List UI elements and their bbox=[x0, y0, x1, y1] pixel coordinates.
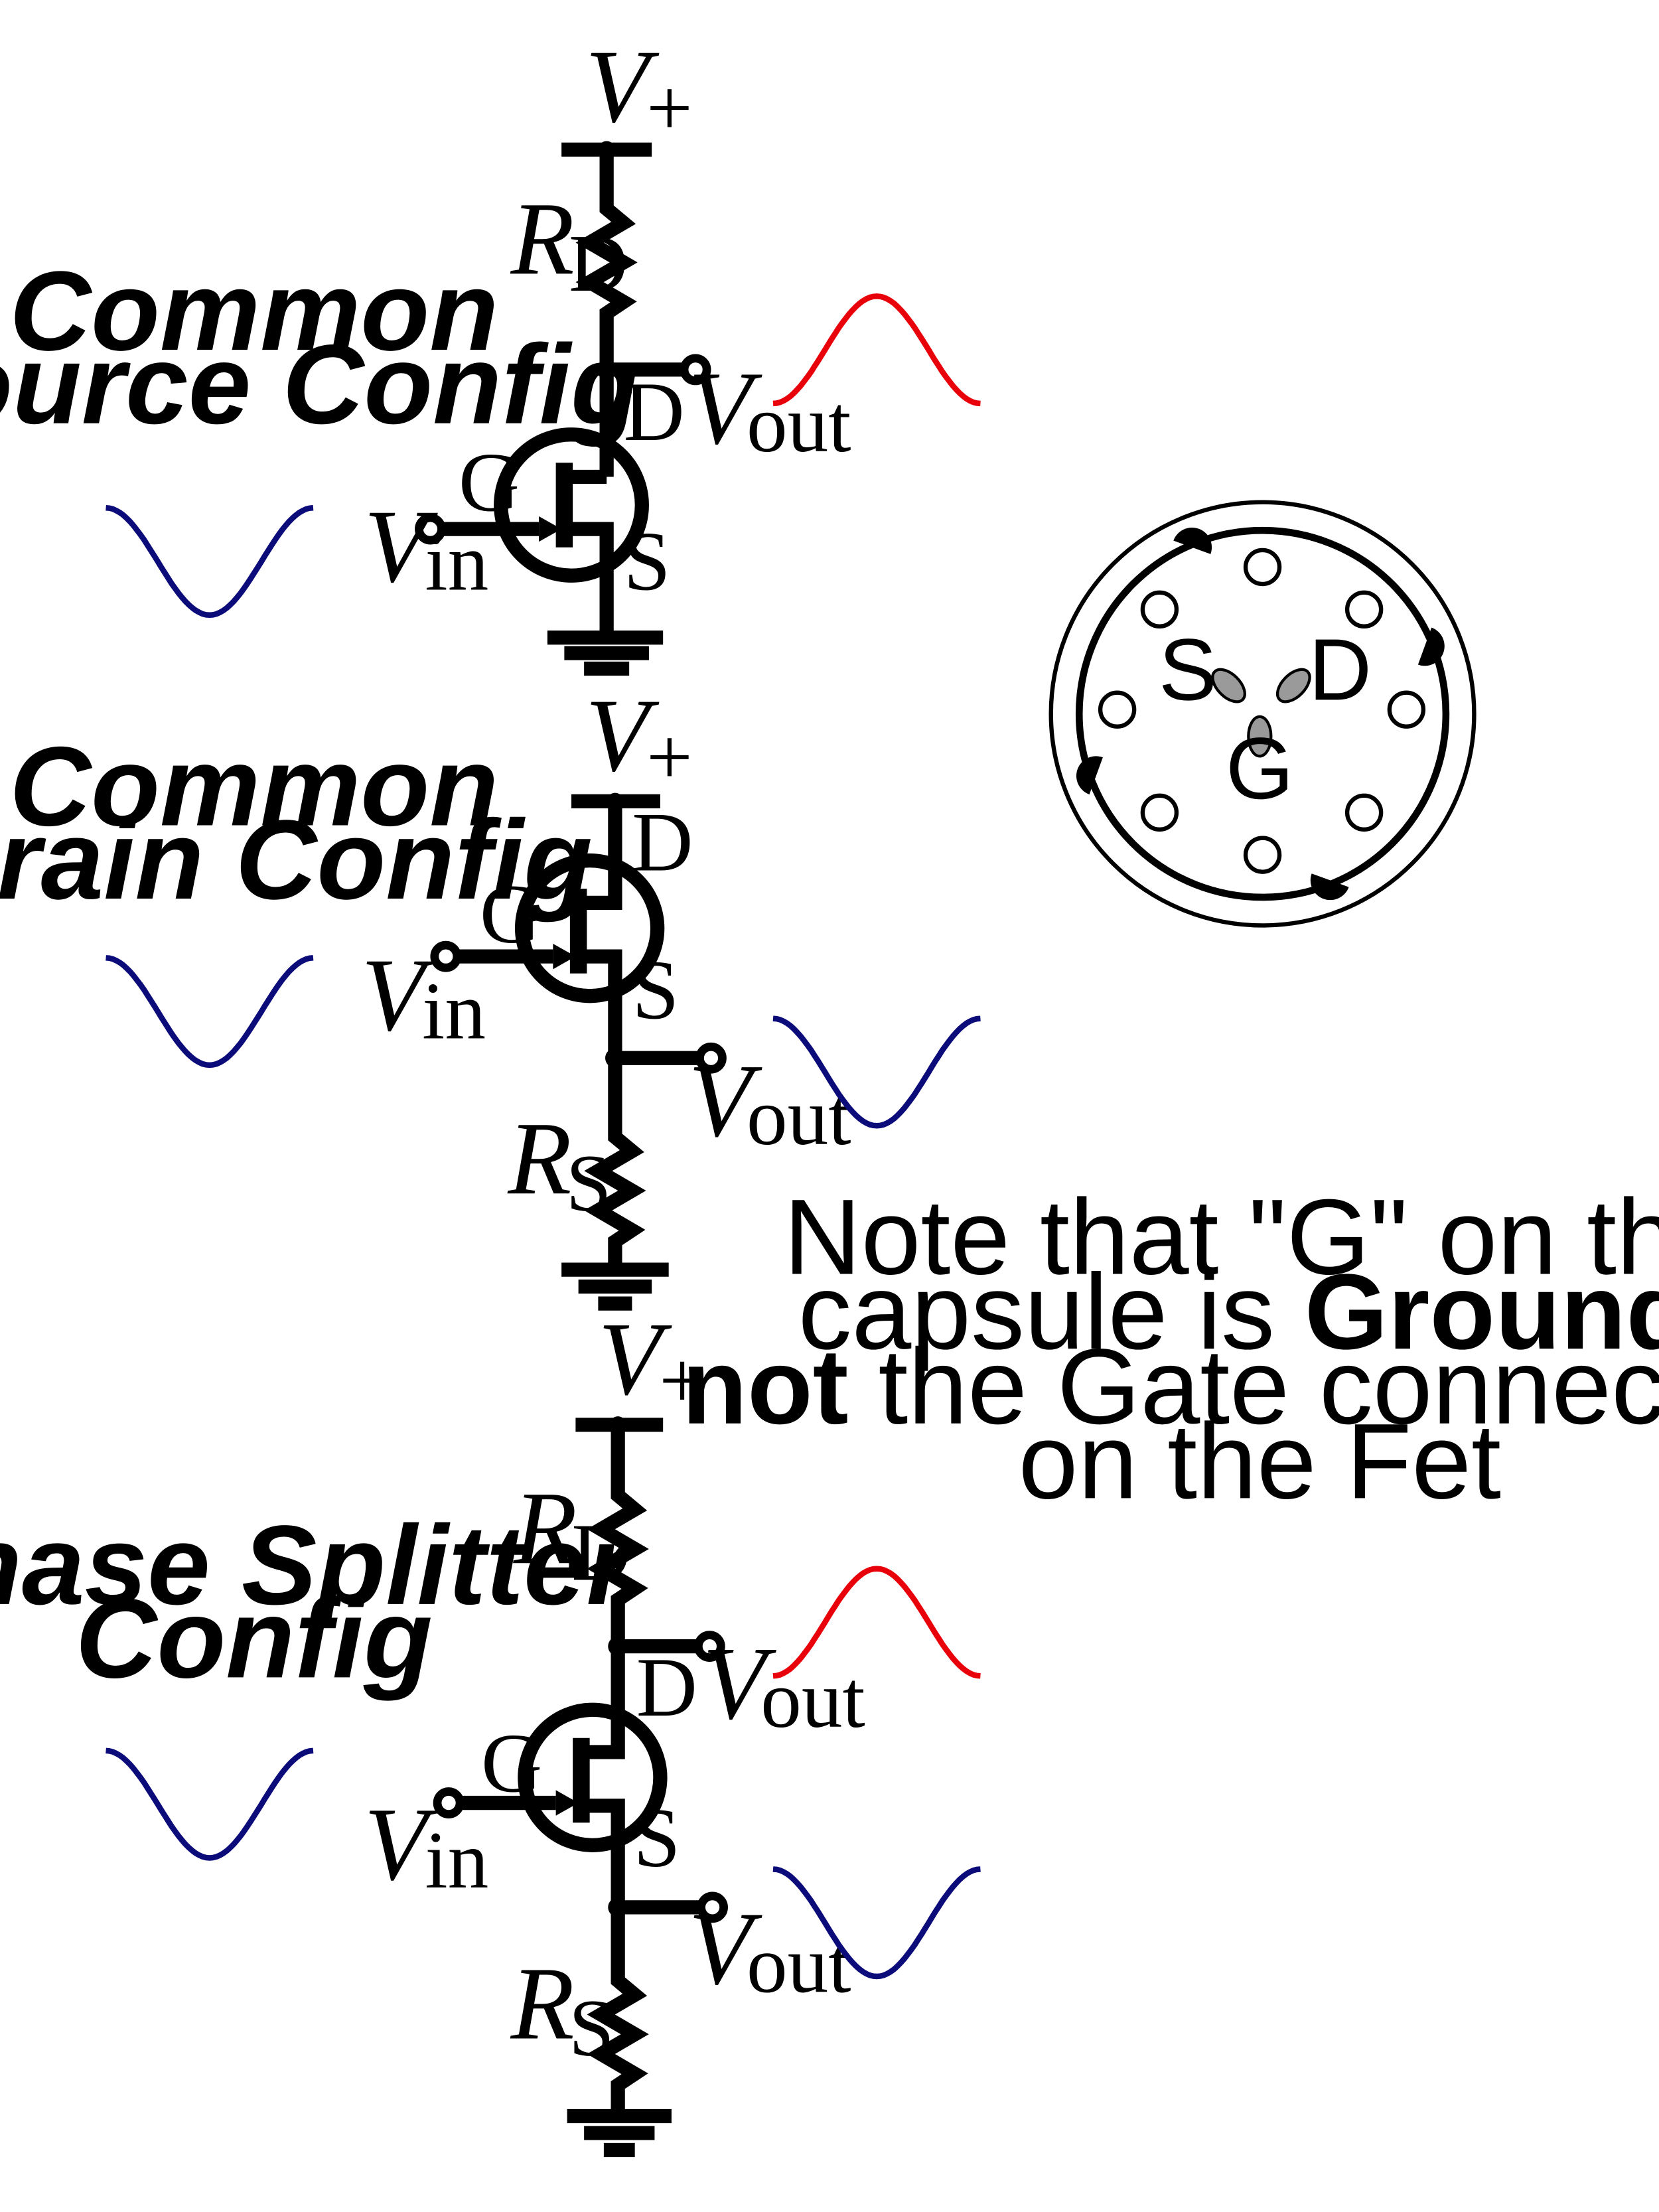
input-waveform bbox=[106, 1747, 314, 1861]
drain-resistor bbox=[575, 149, 638, 370]
source-resistor bbox=[587, 1907, 649, 2116]
capsule-hole bbox=[1344, 793, 1384, 832]
source-resistor-label: RS bbox=[507, 1101, 611, 1228]
source-label: S bbox=[634, 1791, 681, 1885]
output-waveform-follower bbox=[772, 1015, 981, 1129]
note-line-3: not the Gate connection bbox=[682, 1327, 1659, 1447]
input-label: Vin bbox=[364, 1787, 489, 1905]
capsule-hole bbox=[1243, 836, 1282, 874]
phase-splitter-title-line1: Phase Splitter bbox=[0, 1503, 636, 1629]
note-text: Note that "G" on the capsule is Ground, … bbox=[682, 1177, 1659, 1521]
input-terminal[interactable] bbox=[415, 513, 446, 545]
input-label: Vin bbox=[364, 489, 489, 608]
capsule-label-s: S bbox=[1159, 621, 1217, 718]
drain-resistor-label: RD bbox=[513, 1471, 631, 1598]
drain-label: D bbox=[624, 364, 685, 459]
common-drain-circuit: Common Drain Config V+ G D S Vin Vout RS bbox=[0, 678, 981, 1311]
capsule-hole bbox=[1098, 690, 1137, 729]
drain-label: D bbox=[632, 795, 693, 889]
common-drain-title-line2: Drain Config bbox=[0, 797, 593, 923]
capsule-holes bbox=[1076, 527, 1445, 901]
gate-arrow bbox=[555, 1790, 579, 1816]
input-waveform bbox=[106, 955, 314, 1069]
supply-label: V+ bbox=[598, 1301, 705, 1426]
fet-body bbox=[518, 1702, 668, 1852]
capsule-pad-d bbox=[1275, 668, 1311, 703]
supply-label: V+ bbox=[585, 29, 692, 153]
output-label: Vout bbox=[688, 1043, 851, 1162]
source-resistor-label: RS bbox=[510, 1947, 614, 2074]
capsule-outer-ring bbox=[1048, 500, 1477, 928]
capsule-notch bbox=[1310, 873, 1349, 901]
note-line-1: Note that "G" on the bbox=[784, 1177, 1659, 1297]
note-line-2: capsule is Ground, bbox=[798, 1252, 1659, 1372]
input-terminal[interactable] bbox=[433, 1787, 465, 1818]
source-resistor bbox=[584, 1058, 646, 1270]
input-waveform bbox=[106, 504, 314, 619]
output-label: Vout bbox=[688, 350, 851, 469]
common-source-title-line2: Source Config bbox=[0, 322, 640, 448]
source-lead bbox=[583, 949, 622, 1059]
capsule-inner-ring bbox=[1075, 526, 1450, 901]
source-output-waveform-follower bbox=[772, 1866, 981, 1980]
input-terminal[interactable] bbox=[430, 940, 462, 972]
drain-lead bbox=[583, 801, 622, 911]
capsule-hole bbox=[1344, 590, 1384, 628]
output-waveform-inverted bbox=[772, 293, 981, 407]
capsule-notch bbox=[1076, 756, 1103, 795]
source-label: S bbox=[632, 943, 679, 1037]
capsule-pad-g bbox=[1247, 715, 1273, 758]
drain-label: D bbox=[636, 1640, 697, 1734]
capsule-hole bbox=[1140, 793, 1179, 832]
source-output-terminal[interactable] bbox=[697, 1891, 728, 1923]
capsule-hole bbox=[1387, 690, 1426, 729]
drain-output-terminal[interactable] bbox=[693, 1631, 725, 1662]
source-lead bbox=[567, 522, 614, 638]
capsule-label-g: G bbox=[1226, 719, 1294, 817]
fet-body bbox=[494, 427, 649, 583]
gate-label: G bbox=[459, 435, 520, 529]
source-label: S bbox=[624, 514, 671, 609]
capsule-notch bbox=[1173, 527, 1212, 554]
gate-label: G bbox=[481, 1716, 542, 1810]
supply-label: V+ bbox=[585, 678, 692, 802]
capsule-hole bbox=[1243, 548, 1282, 587]
drain-output-label: Vout bbox=[703, 1626, 865, 1745]
fet-body bbox=[514, 853, 665, 1003]
capsule-pad-s bbox=[1211, 668, 1246, 703]
source-output-label: Vout bbox=[688, 1891, 851, 2010]
drain-resistor-label: RD bbox=[510, 181, 628, 309]
drain-resistor bbox=[587, 1424, 649, 1647]
capsule-diagram: S D G bbox=[1048, 500, 1477, 928]
phase-splitter-circuit: Phase Splitter Config V+ RD Vout G D S V… bbox=[0, 1301, 981, 2158]
capsule-hole bbox=[1140, 590, 1179, 628]
drain-output-waveform-inverted bbox=[772, 1566, 981, 1679]
note-line-4: on the Fet bbox=[1019, 1402, 1501, 1521]
capsule-notch bbox=[1417, 627, 1445, 666]
input-label: Vin bbox=[361, 938, 486, 1057]
common-source-title-line1: Common bbox=[9, 248, 498, 374]
output-terminal[interactable] bbox=[680, 354, 711, 386]
common-drain-title-line1: Common bbox=[9, 723, 498, 849]
gate-arrow bbox=[553, 944, 576, 970]
drain-lead bbox=[585, 1646, 625, 1759]
phase-splitter-title-line2: Config bbox=[76, 1576, 433, 1702]
gate-label: G bbox=[480, 867, 541, 961]
common-source-circuit: Common Source Config V+ RD Vout G D S Vi… bbox=[0, 29, 981, 676]
source-lead bbox=[585, 1799, 625, 1907]
gate-arrow bbox=[539, 516, 562, 542]
capsule-label-d: D bbox=[1309, 621, 1372, 718]
output-terminal[interactable] bbox=[695, 1042, 727, 1074]
